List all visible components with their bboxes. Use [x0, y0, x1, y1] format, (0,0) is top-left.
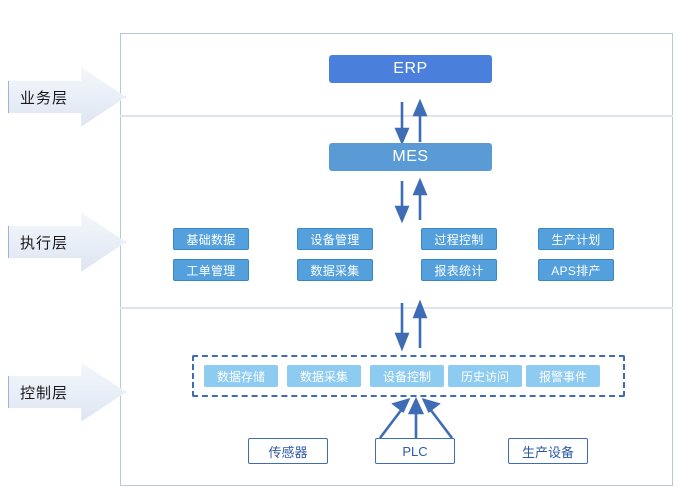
layer-tag-business: 业务层	[8, 66, 126, 128]
module-chip-equipment-mgmt[interactable]: 设备管理	[297, 228, 373, 250]
connector-mes-modules-icon	[394, 177, 428, 224]
control-layer-dashed-group	[192, 355, 625, 397]
control-chip-alarm-events[interactable]: 报警事件	[526, 365, 600, 387]
module-chip-data-collection[interactable]: 数据采集	[297, 259, 373, 281]
layer-divider-business-execution	[120, 115, 673, 117]
module-chip-process-control[interactable]: 过程控制	[421, 228, 497, 250]
layer-tag-control: 控制层	[8, 361, 126, 423]
control-chip-data-storage[interactable]: 数据存储	[204, 365, 278, 387]
connector-devices-to-control-icon	[378, 396, 454, 439]
module-chip-production-plan[interactable]: 生产计划	[538, 228, 614, 250]
layer-tag-label: 执行层	[19, 234, 68, 252]
device-box-plc[interactable]: PLC	[375, 438, 455, 464]
module-chip-report-statistics[interactable]: 报表统计	[421, 259, 497, 281]
clipped-header-text	[395, 0, 595, 8]
connector-erp-mes-icon	[394, 98, 428, 146]
layer-divider-execution-control	[120, 307, 673, 309]
control-chip-device-control[interactable]: 设备控制	[370, 365, 444, 387]
connector-execution-control-icon	[394, 299, 428, 352]
module-chip-work-order-mgmt[interactable]: 工单管理	[173, 259, 249, 281]
layer-tag-execution: 执行层	[8, 211, 126, 273]
layer-tag-label: 控制层	[19, 384, 68, 402]
control-chip-history-access[interactable]: 历史访问	[448, 365, 522, 387]
control-chip-data-collection[interactable]: 数据采集	[287, 365, 361, 387]
layer-tag-label: 业务层	[19, 89, 68, 107]
module-chip-aps-scheduling[interactable]: APS排产	[538, 259, 614, 281]
device-box-sensor[interactable]: 传感器	[248, 438, 328, 464]
system-block-erp[interactable]: ERP	[329, 55, 492, 83]
module-chip-basic-data[interactable]: 基础数据	[173, 228, 249, 250]
system-block-mes[interactable]: MES	[329, 143, 492, 171]
device-box-production-equipment[interactable]: 生产设备	[508, 438, 588, 464]
